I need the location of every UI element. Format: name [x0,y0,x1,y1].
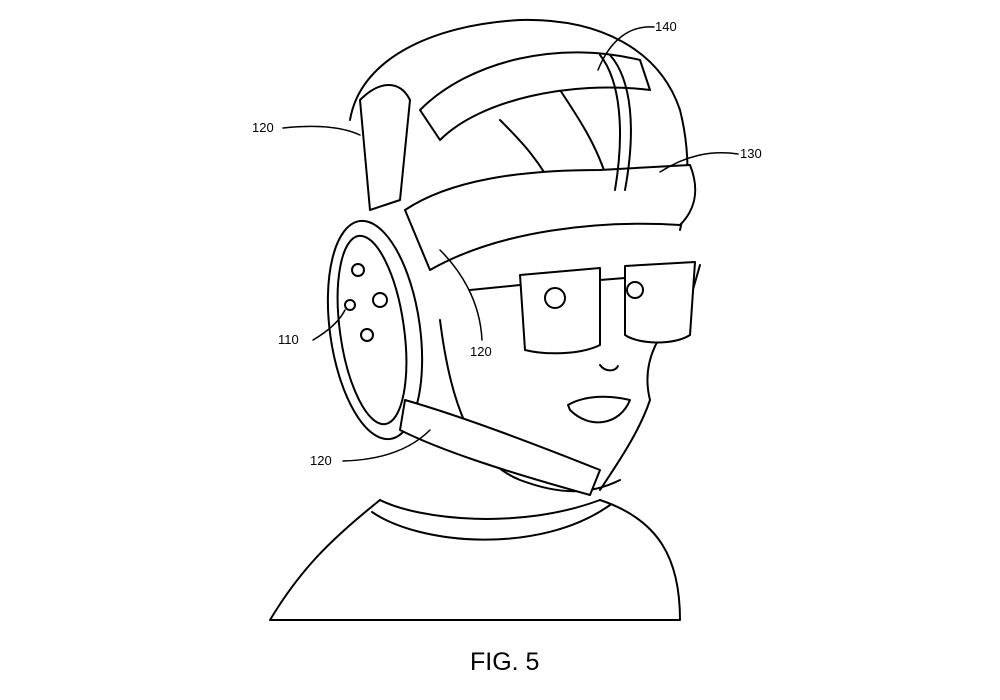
label-130: 130 [740,146,762,161]
chin-band [400,400,600,495]
torso-outline [270,500,680,620]
label-120-lower: 120 [310,453,332,468]
glasses [470,262,695,353]
rear-band-130 [405,165,695,270]
band-segment-upper [360,85,410,210]
label-110: 110 [278,332,299,347]
label-120-upper: 120 [252,120,274,135]
figure-caption: FIG. 5 [470,648,539,677]
label-120-middle: 120 [470,344,492,359]
label-140: 140 [655,19,677,34]
face-features [568,365,630,422]
top-band [420,52,650,140]
